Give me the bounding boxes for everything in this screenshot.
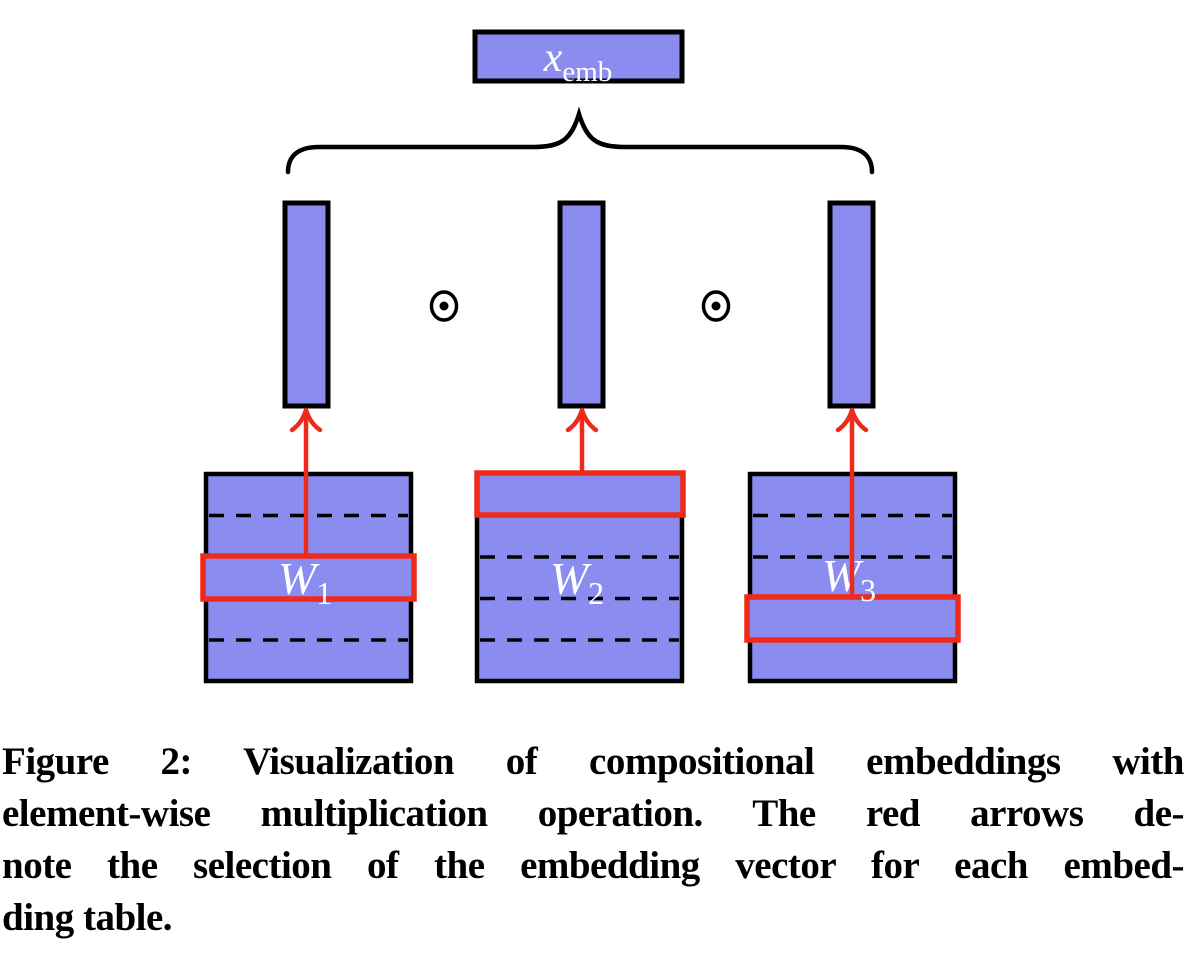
figure-diagram: xemb W1 W2 xyxy=(200,29,961,684)
odot-icon xyxy=(429,290,459,322)
brace xyxy=(285,106,875,175)
odot-icon xyxy=(701,290,731,322)
output-label-subscript: emb xyxy=(562,56,612,88)
table-label-subscript: 3 xyxy=(860,572,876,608)
caption-line-3: note the selection of the embedding vect… xyxy=(2,844,1185,887)
embedding-vector-3 xyxy=(827,200,876,409)
selected-row xyxy=(744,594,961,643)
table-label-subscript: 1 xyxy=(316,575,332,611)
caption-line-4: ding table. xyxy=(2,896,173,939)
selected-row xyxy=(474,470,686,518)
output-embedding-box xyxy=(472,29,685,84)
selected-row xyxy=(200,553,417,602)
embedding-vector-1 xyxy=(282,200,331,409)
output-embedding-label: xemb xyxy=(543,35,613,88)
embedding-table-1: W1 xyxy=(200,471,417,684)
table-label: W1 xyxy=(278,553,332,611)
table-label-main: W xyxy=(278,553,320,604)
table-label: W2 xyxy=(550,553,604,611)
embedding-vector-2 xyxy=(557,200,606,409)
embedding-table-2: W2 xyxy=(474,470,686,684)
output-label-main: x xyxy=(543,35,563,81)
selection-arrow-1 xyxy=(289,407,323,559)
selection-arrow-2 xyxy=(565,407,599,476)
caption-line-2: element-wise multiplication operation. T… xyxy=(2,792,1185,835)
caption-line-1: Figure 2: Visualization of compositional… xyxy=(2,740,1185,783)
table-label-subscript: 2 xyxy=(588,575,604,611)
table-label: W3 xyxy=(822,550,876,608)
table-label-main: W xyxy=(550,553,592,604)
selection-arrow-3 xyxy=(835,407,869,600)
figure-caption: Figure 2: Visualization of compositional… xyxy=(0,736,1186,944)
table-label-main: W xyxy=(822,550,864,601)
